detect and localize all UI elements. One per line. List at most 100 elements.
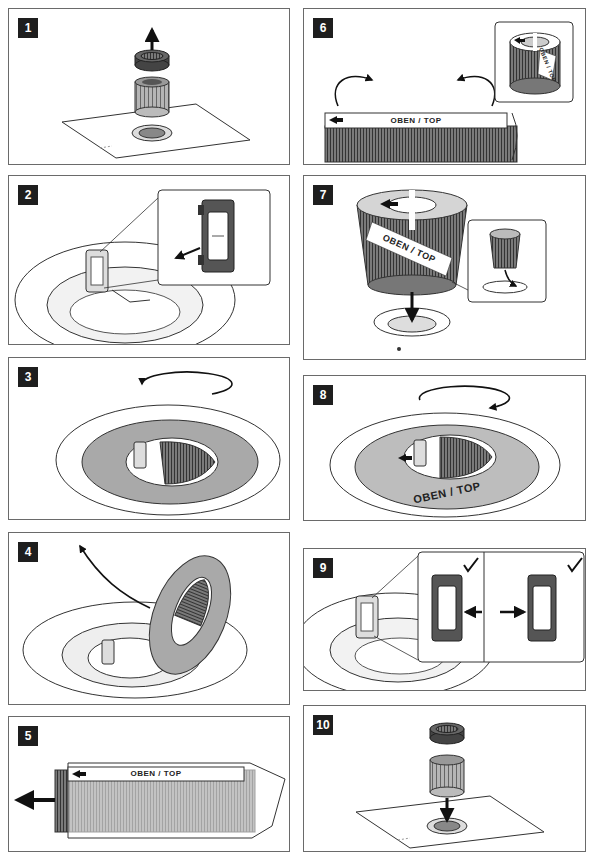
refit-clip-scene-part xyxy=(438,586,456,630)
remove-filter-scene-part xyxy=(141,53,163,60)
refit-clip-scene-part xyxy=(372,556,418,598)
step-number: 2 xyxy=(18,185,38,205)
lock-ring-scene-part xyxy=(355,425,539,509)
unwrap-filter-scene-part xyxy=(72,770,86,778)
refit-clip-scene-part xyxy=(500,611,524,614)
remove-clip-scene-part xyxy=(198,205,204,215)
reinsert-filter-scene-part xyxy=(446,798,449,820)
rotate-ring-scene xyxy=(56,372,280,515)
reinsert-filter-scene xyxy=(356,723,544,848)
rotate-ring-scene-part xyxy=(160,442,215,484)
insert-filter-scene-part xyxy=(380,199,398,209)
peel-ring-scene-part xyxy=(102,640,114,664)
rotate-ring-scene-part xyxy=(142,372,232,394)
flip-filter-scene-part xyxy=(458,76,495,106)
lock-ring-scene-part xyxy=(419,386,509,408)
step-number: 6 xyxy=(313,18,333,38)
remove-clip-scene-part xyxy=(158,190,270,285)
remove-clip-scene-part xyxy=(15,242,235,345)
lock-ring-scene-part xyxy=(398,454,412,462)
step-number: 9 xyxy=(313,558,333,578)
refit-clip-scene-part xyxy=(464,558,478,571)
remove-clip-scene-part xyxy=(104,280,158,288)
refit-clip-scene-part xyxy=(528,575,556,641)
remove-filter-scene-part xyxy=(62,104,250,158)
rotate-ring-scene-part xyxy=(134,442,146,468)
rotate-ring-scene-part xyxy=(82,420,258,504)
peel-ring-scene-part-part xyxy=(133,544,246,686)
remove-clip-scene-part xyxy=(212,236,224,237)
flip-filter-scene-part xyxy=(533,33,537,51)
flip-filter-scene-part xyxy=(514,37,525,44)
flip-filter-scene-part xyxy=(325,113,507,128)
peel-ring-scene-part xyxy=(80,546,150,608)
remove-filter-scene-part xyxy=(132,125,172,141)
insert-filter-scene-part xyxy=(505,270,516,286)
flip-filter-scene-part xyxy=(335,76,372,106)
remove-clip-scene-part xyxy=(70,290,180,334)
lock-ring-scene-part xyxy=(330,413,560,517)
remove-filter-scene xyxy=(62,30,250,158)
reinsert-filter-scene-part xyxy=(427,818,467,834)
refit-clip-scene-part xyxy=(432,575,462,641)
remove-filter-scene-part xyxy=(135,50,169,62)
insert-filter-scene-part xyxy=(397,347,401,351)
peel-ring-scene xyxy=(23,544,247,698)
flip-filter-scene-part xyxy=(512,113,517,160)
reinsert-filter-scene-part xyxy=(356,796,544,848)
step-panel: 1 xyxy=(8,8,290,165)
insert-filter-scene-part xyxy=(483,281,527,293)
remove-clip-scene-part xyxy=(100,198,158,252)
flip-filter-scene-part xyxy=(495,22,573,102)
step-panel: 10 xyxy=(303,705,586,852)
refit-clip-scene-part xyxy=(374,636,418,660)
lock-ring-scene-part xyxy=(404,435,496,479)
remove-clip-scene-part xyxy=(91,257,103,285)
step-number: 10 xyxy=(313,715,333,735)
rotate-ring-scene-part xyxy=(126,438,218,486)
step-panel: 7 xyxy=(303,175,586,360)
refit-clip-scene xyxy=(303,552,584,691)
insert-filter-scene-part xyxy=(411,292,414,320)
unwrap-filter-scene-part xyxy=(18,798,55,802)
peel-ring-scene-part-part xyxy=(163,572,220,651)
flip-filter-scene-part xyxy=(329,116,343,124)
reinsert-filter-scene-part xyxy=(434,821,460,831)
step-number: 4 xyxy=(18,542,38,562)
lock-ring-scene xyxy=(330,386,560,517)
lock-ring-scene-part xyxy=(440,437,492,478)
step-number: 1 xyxy=(18,18,38,38)
step-panel: 6 xyxy=(303,8,586,165)
reinsert-filter-scene-part xyxy=(430,723,464,735)
unwrap-filter-scene-part xyxy=(68,767,244,781)
insert-filter-scene-part xyxy=(366,222,452,276)
remove-filter-scene-part xyxy=(142,79,162,85)
reinsert-filter-scene-part xyxy=(430,755,464,765)
remove-clip-scene-part xyxy=(86,250,108,292)
remove-clip-scene-part xyxy=(198,255,204,265)
step-panel: 3 xyxy=(8,357,290,520)
remove-clip-scene-part xyxy=(208,212,228,260)
step-panel: 9 xyxy=(303,548,586,691)
remove-clip-scene-part xyxy=(176,248,200,258)
refit-clip-scene-part xyxy=(466,611,482,614)
step-number: 5 xyxy=(18,726,38,746)
flip-filter-scene-part xyxy=(325,126,517,162)
reinsert-filter-scene-part xyxy=(436,726,458,733)
remove-clip-scene-part xyxy=(202,200,234,272)
reinsert-filter-scene-part xyxy=(398,838,410,840)
orientation-label: OBEN / TOP xyxy=(390,117,441,125)
remove-filter-scene-part xyxy=(135,77,169,87)
insert-filter-scene-part xyxy=(490,229,520,239)
insert-filter-scene-part xyxy=(409,190,415,230)
orientation-label: OBEN / TOP xyxy=(130,770,181,778)
flip-filter-scene-part xyxy=(510,33,560,51)
lock-ring-scene-part xyxy=(414,440,426,466)
step-panel: 5 xyxy=(8,716,290,852)
remove-clip-scene-part xyxy=(112,290,150,302)
refit-clip-scene-part xyxy=(361,603,373,631)
peel-ring-scene-part-part xyxy=(175,575,217,626)
refit-clip-scene-part xyxy=(568,558,582,571)
